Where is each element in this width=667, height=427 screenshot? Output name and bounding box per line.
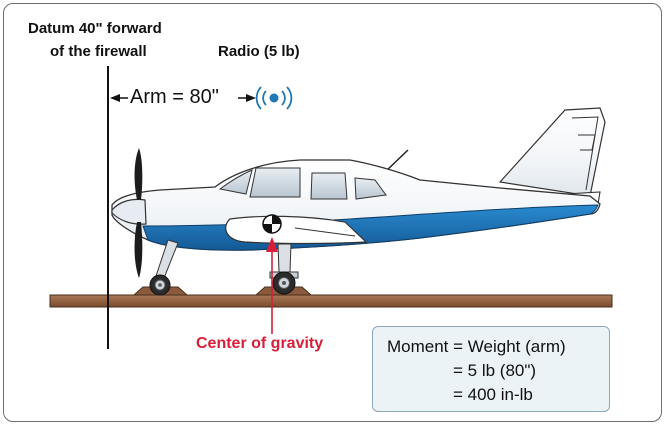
main-gear-strut <box>277 243 292 273</box>
arm-arrow-right <box>238 94 256 102</box>
windshield <box>218 169 253 195</box>
moment-formula-line3: = 400 in-lb <box>453 385 533 404</box>
rudder-outline <box>571 116 599 191</box>
radio-label: Radio (5 lb) <box>218 43 300 60</box>
antenna <box>384 149 409 173</box>
datum-label-line2: of the firewall <box>50 43 147 60</box>
arm-dimension: Arm = 80" <box>108 86 258 112</box>
cabin-window-front <box>249 167 301 198</box>
wing <box>225 215 368 245</box>
nose-wheel <box>149 274 171 296</box>
vertical-stabilizer <box>498 107 606 197</box>
moment-formula-box: Moment = Weight (arm) = 5 lb (80") = 400… <box>372 326 610 412</box>
arm-arrow-left <box>110 94 128 102</box>
main-wheel <box>272 271 296 295</box>
cabin-window-rear <box>354 177 387 200</box>
cabin-window-middle <box>310 172 348 200</box>
propeller-spinner <box>111 198 147 225</box>
ground-beam <box>49 294 613 308</box>
propeller-blade-lower <box>134 222 143 278</box>
moment-formula-line1: Moment = Weight (arm) <box>387 337 566 356</box>
datum-label-line1: Datum 40" forward <box>28 20 162 37</box>
wing-flap-line <box>294 227 356 237</box>
propeller-blade-upper <box>134 148 143 200</box>
center-of-gravity-icon <box>262 214 282 234</box>
nose-gear-strut <box>155 239 179 279</box>
cg-pointer-arrow <box>266 237 278 334</box>
rudder-trim-tab <box>578 134 596 151</box>
center-of-gravity-label: Center of gravity <box>196 335 324 352</box>
moment-formula-line2: = 5 lb (80") <box>453 361 537 380</box>
radio-signal-icon <box>255 86 293 110</box>
arm-label: Arm = 80" <box>130 86 219 108</box>
